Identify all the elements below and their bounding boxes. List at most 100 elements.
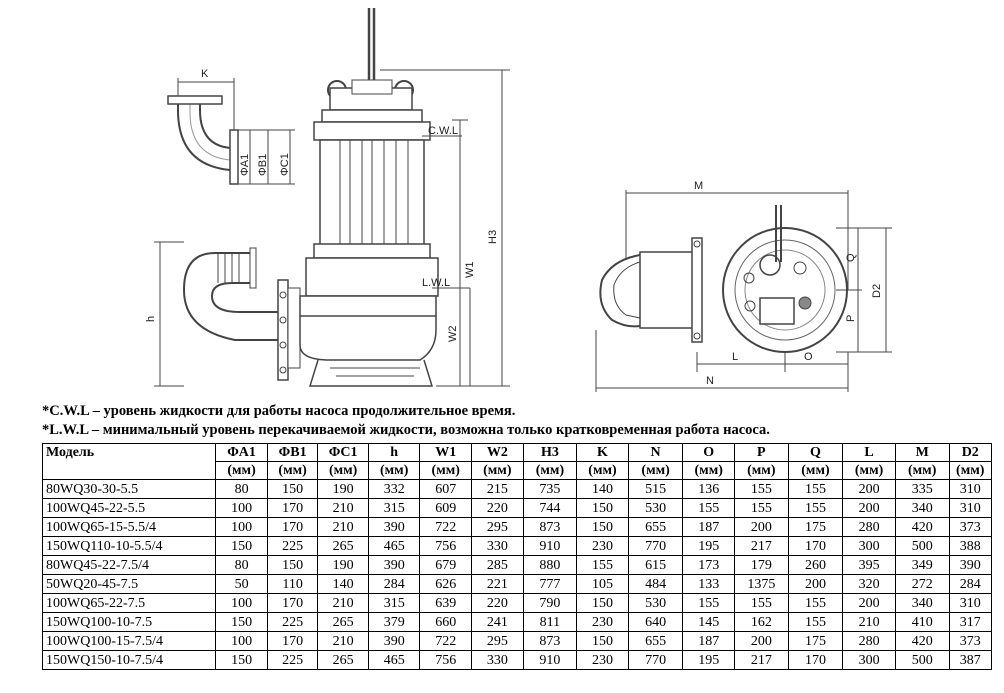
header-h: h(мм) (367, 443, 421, 480)
cell-q: 260 (787, 555, 844, 575)
cell-d2: 387 (948, 650, 992, 670)
label-lwl: L.W.L (422, 277, 450, 289)
header-a1: ΦA1(мм) (215, 443, 268, 480)
cell-a1: 100 (215, 593, 268, 613)
header-d2: D2(мм) (948, 443, 992, 480)
cell-c1: 140 (317, 574, 369, 594)
cell-model: 150WQ100-10-7.5 (41, 612, 217, 632)
cell-h: 390 (367, 517, 421, 537)
cell-o: 195 (682, 536, 735, 556)
cell-p: 155 (734, 498, 789, 518)
table-header-row: Модель ΦA1(мм) ΦB1(мм) ΦC1(мм) h(мм) W1(… (41, 443, 992, 480)
cell-w2: 221 (471, 574, 524, 594)
cell-c1: 265 (317, 612, 369, 632)
cell-m: 340 (894, 498, 950, 518)
cell-h3: 777 (522, 574, 578, 594)
cell-o: 155 (682, 498, 735, 518)
header-h3: H3(мм) (522, 443, 578, 480)
cell-model: 150WQ110-10-5.5/4 (41, 536, 217, 556)
side-view-dimensions (154, 69, 510, 387)
cell-b1: 225 (266, 536, 319, 556)
cell-o: 173 (682, 555, 735, 575)
pump-body (299, 8, 439, 387)
cell-a1: 150 (215, 612, 268, 632)
cell-m: 500 (894, 650, 950, 670)
cell-d2: 388 (948, 536, 992, 556)
cell-k: 230 (576, 612, 629, 632)
cell-a1: 150 (215, 536, 268, 556)
cell-a1: 80 (215, 479, 268, 499)
cell-p: 179 (734, 555, 789, 575)
cell-l: 200 (842, 498, 896, 518)
cell-b1: 150 (266, 555, 319, 575)
cell-w2: 330 (471, 536, 524, 556)
cell-q: 155 (787, 612, 844, 632)
cell-k: 155 (576, 555, 629, 575)
cell-l: 200 (842, 593, 896, 613)
cell-a1: 100 (215, 498, 268, 518)
cell-model: 150WQ150-10-7.5/4 (41, 650, 217, 670)
cell-m: 410 (894, 612, 950, 632)
header-c1: ΦC1(мм) (317, 443, 369, 480)
cell-q: 170 (787, 536, 844, 556)
header-m: M(мм) (894, 443, 950, 480)
cell-o: 187 (682, 517, 735, 537)
note-lwl: *L.W.L – минимальный уровень перекачивае… (42, 422, 770, 438)
cell-n: 770 (627, 536, 684, 556)
cell-model: 80WQ30-30-5.5 (41, 479, 217, 499)
pump-top-view (595, 190, 892, 392)
cell-w1: 660 (419, 612, 473, 632)
header-l: L(мм) (842, 443, 896, 480)
cell-b1: 170 (266, 593, 319, 613)
cell-l: 210 (842, 612, 896, 632)
cell-h: 390 (367, 555, 421, 575)
cell-h3: 910 (522, 536, 578, 556)
outlet-elbow-detail (167, 78, 295, 185)
header-model: Модель (41, 443, 217, 480)
cell-q: 175 (787, 631, 844, 651)
cell-model: 100WQ65-22-7.5 (41, 593, 217, 613)
cell-p: 1375 (734, 574, 789, 594)
label-q: Q (845, 253, 857, 262)
header-w1: W1(мм) (419, 443, 473, 480)
label-c1: ΦC1 (279, 153, 291, 176)
cell-h: 465 (367, 650, 421, 670)
label-k: K (201, 68, 209, 80)
header-n: N(мм) (627, 443, 684, 480)
cell-w1: 639 (419, 593, 473, 613)
pump-dimension-drawing: K ΦA1 ΦB1 ΦC1 C.W.L L.W.L h W1 W2 H3 M Q… (145, 8, 892, 392)
cell-w2: 295 (471, 631, 524, 651)
cell-o: 136 (682, 479, 735, 499)
cell-o: 155 (682, 593, 735, 613)
cell-h3: 873 (522, 517, 578, 537)
cell-b1: 170 (266, 498, 319, 518)
cell-c1: 265 (317, 650, 369, 670)
label-l: L (732, 351, 738, 363)
cell-c1: 190 (317, 479, 369, 499)
cell-w1: 609 (419, 498, 473, 518)
cell-n: 515 (627, 479, 684, 499)
cell-model: 100WQ100-15-7.5/4 (41, 631, 217, 651)
cell-w1: 722 (419, 517, 473, 537)
label-h: h (145, 316, 157, 322)
cell-h3: 811 (522, 612, 578, 632)
cell-l: 280 (842, 517, 896, 537)
notes-block: *C.W.L – уровень жидкости для работы нас… (42, 402, 992, 440)
cell-w2: 295 (471, 517, 524, 537)
cell-m: 340 (894, 593, 950, 613)
cell-q: 170 (787, 650, 844, 670)
note-cwl: *C.W.L – уровень жидкости для работы нас… (42, 403, 516, 419)
specification-table: Модель ΦA1(мм) ΦB1(мм) ΦC1(мм) h(мм) W1(… (41, 443, 992, 670)
cell-d2: 390 (948, 555, 992, 575)
cell-a1: 150 (215, 650, 268, 670)
header-b1: ΦB1(мм) (266, 443, 319, 480)
cell-p: 200 (734, 517, 789, 537)
cell-h: 390 (367, 631, 421, 651)
cell-l: 395 (842, 555, 896, 575)
cell-d2: 317 (948, 612, 992, 632)
